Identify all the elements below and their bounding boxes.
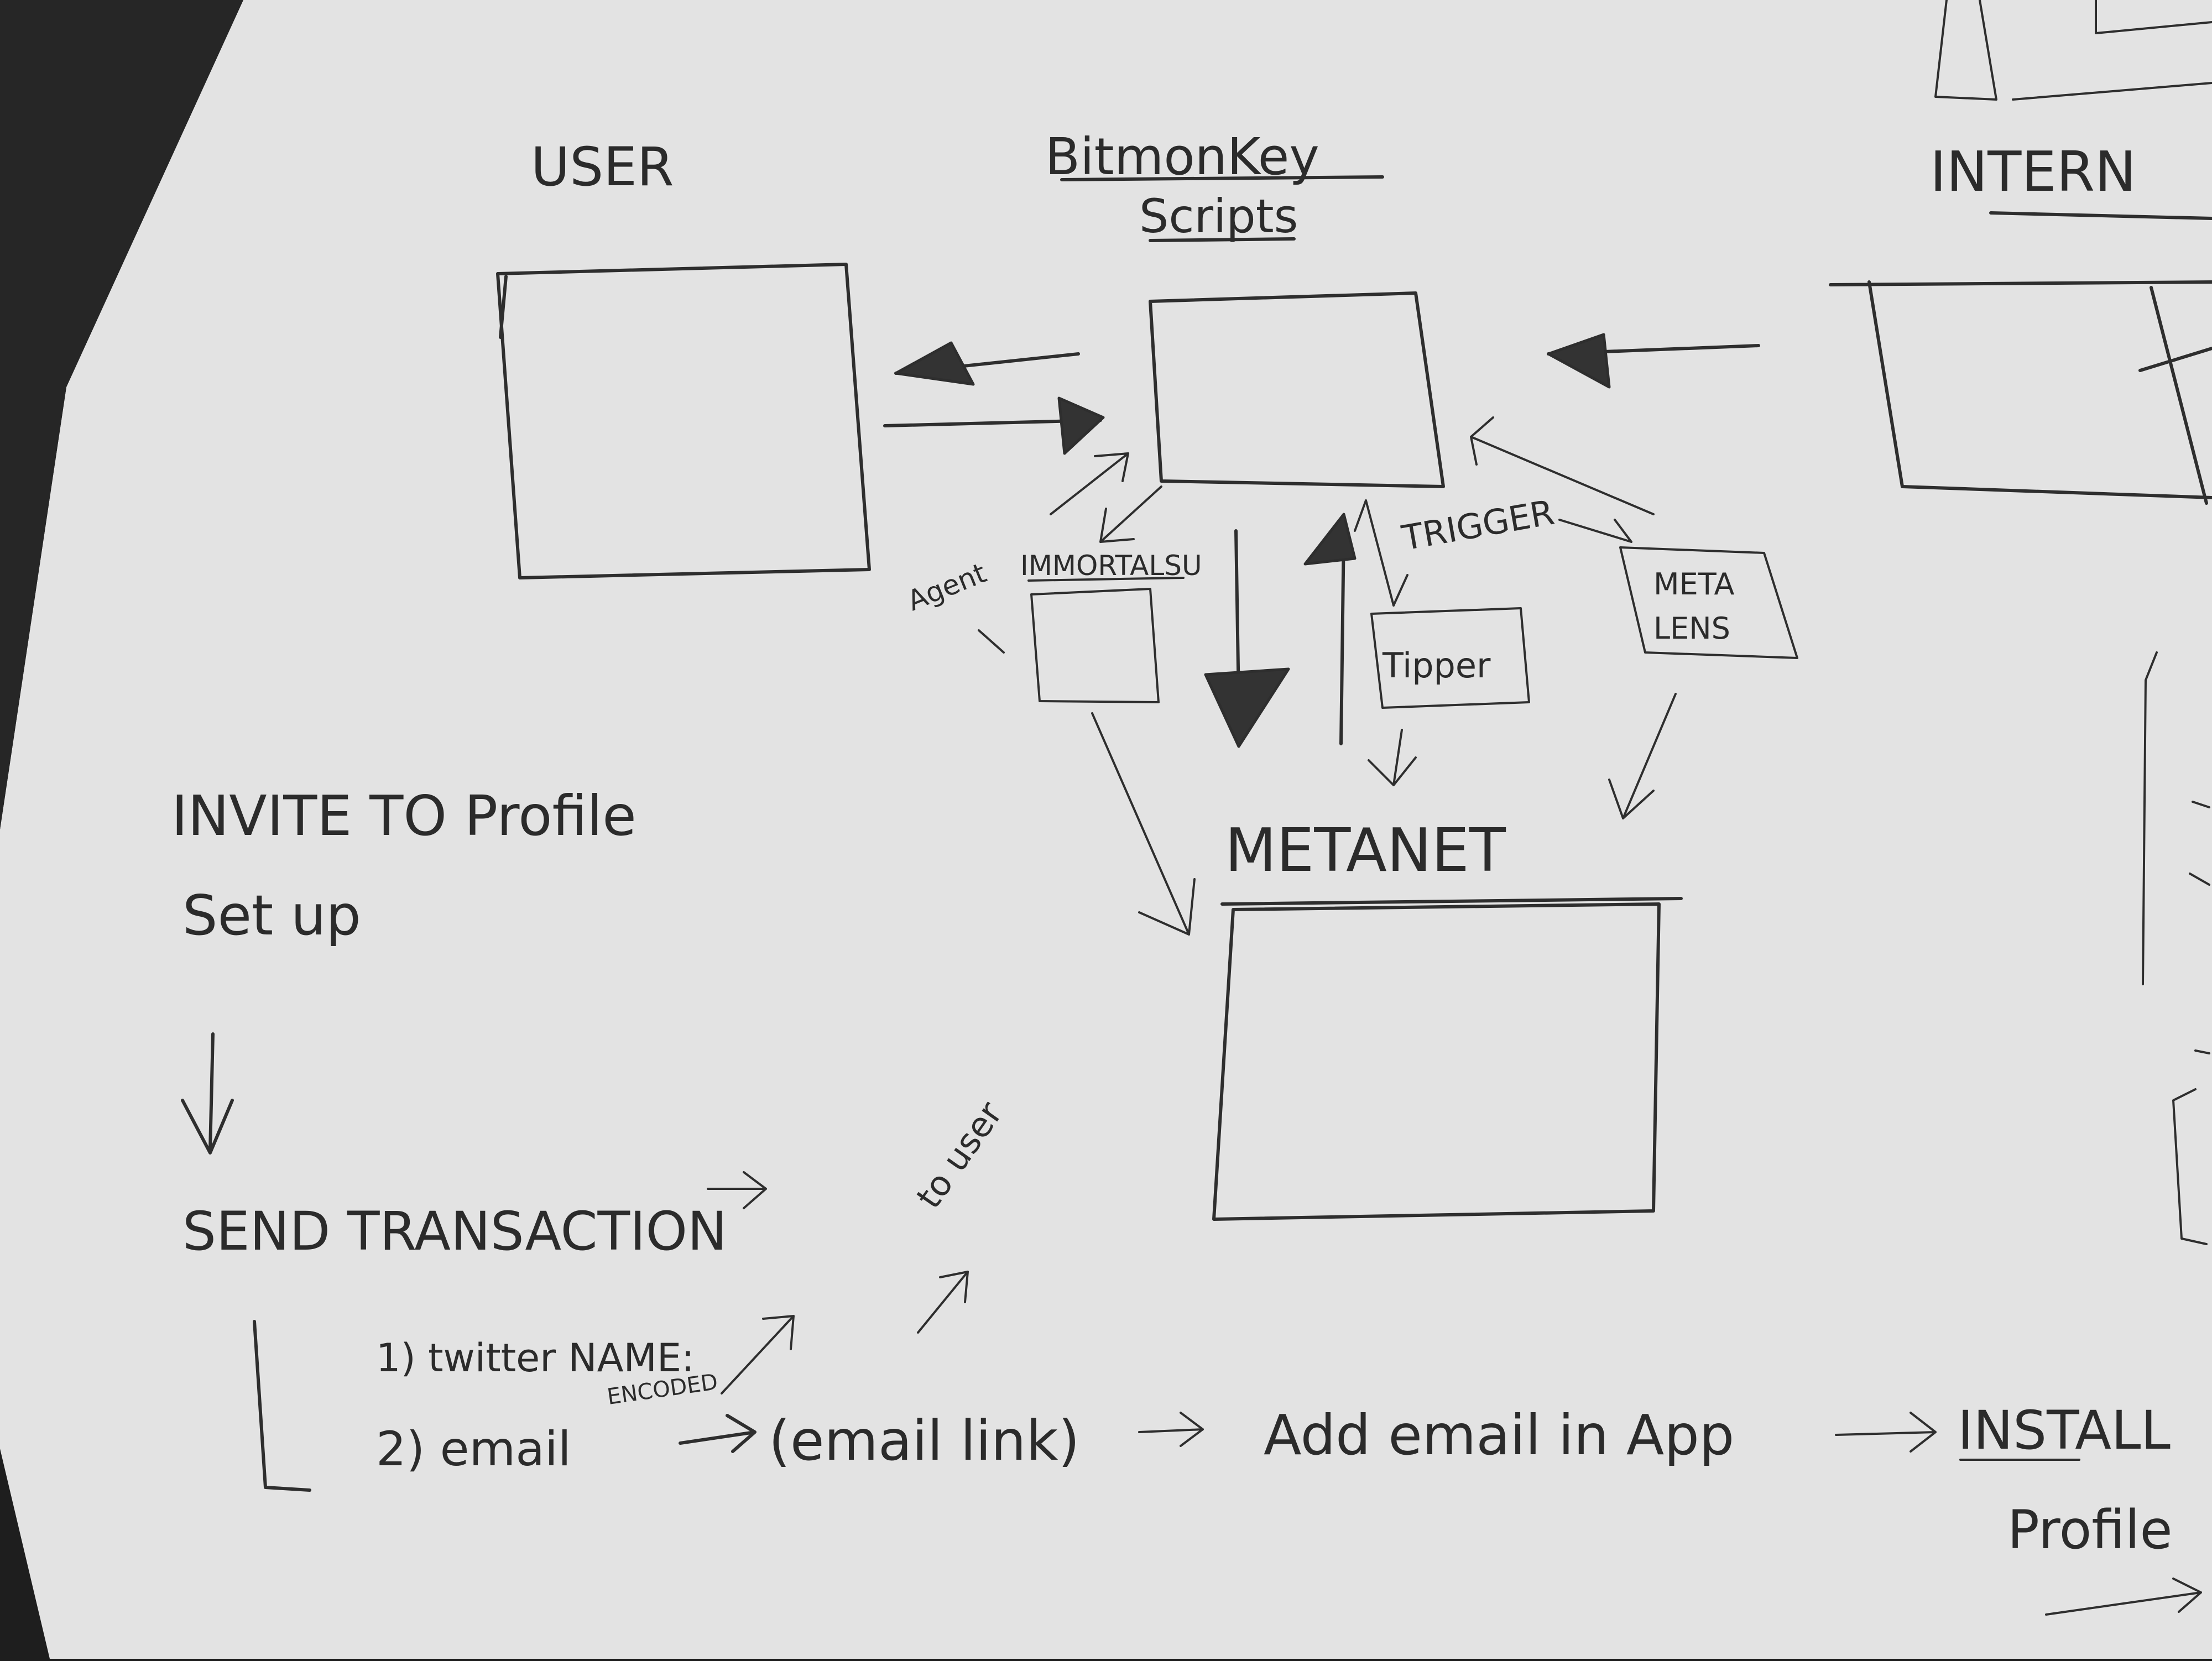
add-email-text: Add email in App <box>1264 1403 1734 1467</box>
metalens-label-line1: META <box>1653 567 1735 602</box>
arrow-twitter-up <box>721 1315 795 1394</box>
bitmonkey-box <box>1149 291 1445 488</box>
email-text: 2) email <box>376 1422 571 1477</box>
tipper-box <box>1370 607 1530 709</box>
arrow-immortalsu-up <box>1050 452 1129 515</box>
agent-tick <box>978 629 1005 654</box>
user-column-title: USER <box>531 136 674 198</box>
immortalsu-label: IMMORTALSU <box>1020 550 1202 582</box>
arrow-email-to-link <box>679 1414 757 1453</box>
arrow-bitmonkey-to-metanet-head <box>1204 667 1290 748</box>
immortalsu-underline <box>1027 577 1185 582</box>
profile-text: Profile <box>2007 1499 2173 1561</box>
arrow-metalens-to-bitmonkey <box>1470 416 1655 515</box>
invite-text-line1: INVITE TO Profile <box>171 784 637 848</box>
arrow-immortalsu-down <box>1099 485 1162 543</box>
invite-text-line2: Set up <box>182 883 361 948</box>
arrow-link-up <box>917 1271 969 1334</box>
metanet-label: METANET <box>1225 816 1506 885</box>
bitmonkey-title-line2: Scripts <box>1139 189 1298 243</box>
send-arrow <box>707 1171 767 1209</box>
arrow-metanet-to-bitmonkey <box>1339 529 1345 745</box>
arrow-internet-to-bitmonkey-head <box>1547 333 1611 389</box>
arrow-user-to-bitmonkey-head <box>1057 396 1105 455</box>
arrow-link-to-add-email <box>1138 1412 1204 1447</box>
metalens-box <box>1619 546 1798 659</box>
install-text: INSTALL <box>1958 1399 2171 1461</box>
arrow-tipper-to-metanet <box>1368 729 1417 786</box>
right-edge-marks <box>2189 801 2210 1054</box>
arrow-metanet-to-bitmonkey-head <box>1303 513 1357 566</box>
user-box <box>496 263 871 579</box>
twitter-name-text: 1) twitter NAME: <box>376 1335 695 1381</box>
corner-sketch <box>1934 0 2212 101</box>
profile-arrow <box>2045 1578 2202 1616</box>
arrow-to-install <box>1835 1412 1937 1453</box>
arrow-trigger <box>1354 499 1408 607</box>
internet-box <box>1829 280 2212 505</box>
paper-shadow <box>0 0 243 829</box>
send-transaction-text: SEND TRANSACTION <box>182 1200 727 1262</box>
arrow-trigger-to-metalens <box>1558 519 1632 543</box>
arrow-metalens-to-metanet <box>1608 693 1677 819</box>
metalens-label-line2: LENS <box>1653 611 1730 646</box>
arrow-immortalsu-to-metanet <box>1091 712 1196 936</box>
bracket-line <box>253 1320 311 1492</box>
right-edge-bracket-1 <box>2142 651 2158 985</box>
immortalsu-box <box>1030 588 1160 703</box>
email-link-text: (email link) <box>769 1408 1079 1473</box>
bitmonkey-underline <box>1060 175 1384 181</box>
metanet-box <box>1212 902 1661 1221</box>
metanet-underline <box>1220 897 1683 906</box>
scripts-underline <box>1149 237 1296 242</box>
tipper-label: Tipper <box>1382 645 1491 686</box>
internet-column-title: INTERN <box>1930 139 2136 204</box>
down-arrow-to-send <box>181 1032 234 1155</box>
right-edge-bracket-2 <box>2172 1088 2208 1245</box>
arrow-bitmonkey-to-user-head <box>894 341 975 386</box>
internet-underline <box>1989 211 2212 220</box>
